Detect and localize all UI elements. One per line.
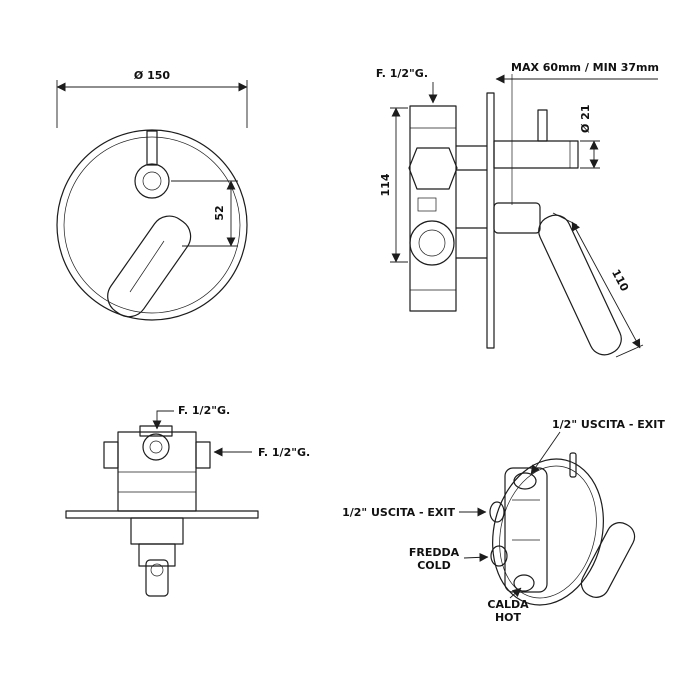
hot-label-en: HOT	[495, 611, 522, 624]
perspective-view: 1/2" USCITA - EXIT 1/2" USCITA - EXIT FR…	[342, 418, 665, 624]
side-view: F. 1/2"G. MAX 60mm / MIN 37mm Ø 21 114 1…	[376, 61, 659, 358]
valve-body-perspective	[504, 467, 548, 593]
right-port	[195, 441, 211, 469]
shower-pipe	[493, 140, 579, 169]
outlet-left-label: 1/2" USCITA - EXIT	[342, 506, 455, 519]
dim-label-offset: 52	[213, 205, 226, 220]
diverter-pin-side	[537, 109, 548, 142]
wall-plate-edge	[486, 92, 495, 349]
body-step-3	[145, 559, 169, 597]
diverter-knob-inner	[142, 171, 162, 191]
dim-label-body-height: 114	[379, 173, 392, 196]
hot-leader	[509, 587, 522, 599]
outlet-top-label: 1/2" USCITA - EXIT	[552, 418, 665, 431]
lever-detail-line	[129, 240, 165, 293]
diverter-knob-outer	[134, 163, 170, 199]
top-port-leader	[152, 410, 174, 430]
inlet-thread-label: F. 1/2"G.	[376, 67, 428, 80]
top-port-thread-label: F. 1/2"G.	[178, 404, 230, 417]
side-port-thread-label: F. 1/2"G.	[258, 446, 310, 459]
front-view: Ø 150 52	[56, 69, 248, 321]
plate-edge-top-view	[65, 510, 259, 519]
cartridge-inner-circle	[418, 229, 446, 257]
lever-handle-perspective	[580, 522, 636, 598]
dim-ext-line	[552, 212, 578, 226]
lever-handle-front	[107, 215, 192, 318]
plate-outer-circle	[56, 129, 248, 321]
valve-body-side	[409, 105, 457, 312]
screw-hole	[150, 563, 164, 577]
lever-handle-side	[538, 214, 622, 356]
plate-perspective-inner	[499, 465, 597, 599]
hex-nut	[408, 147, 458, 190]
cold-leader	[463, 552, 489, 562]
dim-label-pipe-diameter: Ø 21	[579, 105, 592, 134]
cold-label-it: FREDDA	[409, 546, 460, 559]
cold-label-en: COLD	[417, 559, 451, 572]
cartridge-circle	[409, 220, 455, 266]
dim-label-handle-length: 110	[609, 267, 631, 294]
diverter-stem	[146, 130, 158, 166]
top-port-circle	[142, 433, 170, 461]
plate-perspective-outer	[492, 458, 604, 606]
valve-body-top	[117, 431, 197, 512]
left-outlet-port	[489, 501, 505, 523]
dim-label-diameter: Ø 150	[134, 69, 170, 82]
hot-label-it: CALDA	[487, 598, 529, 611]
top-view: F. 1/2"G. F. 1/2"G.	[65, 404, 310, 597]
cold-inlet-port	[490, 545, 508, 567]
port-detail	[417, 197, 437, 212]
hot-inlet-port	[513, 574, 535, 592]
top-outlet-port	[513, 472, 537, 490]
top-port-inner-circle	[149, 440, 163, 454]
handle-hub	[493, 202, 541, 234]
depth-range-label: MAX 60mm / MIN 37mm	[511, 61, 659, 74]
body-step-2	[138, 543, 176, 567]
body-step-1	[130, 517, 184, 545]
plate-inner-circle	[63, 136, 241, 314]
left-port	[103, 441, 119, 469]
outlet-top-leader	[530, 431, 561, 475]
dim-line-handle-length	[571, 221, 641, 349]
diverter-pin-perspective	[569, 452, 577, 478]
